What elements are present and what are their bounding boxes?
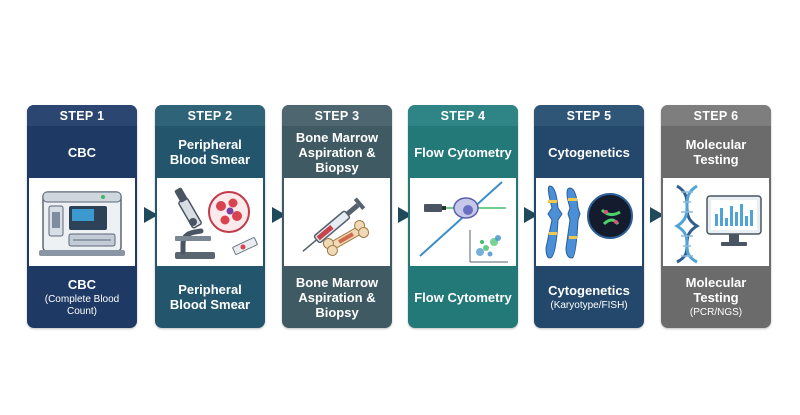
step-title: CBC	[67, 144, 97, 160]
dna-monitor-icon	[663, 178, 769, 266]
step-label: STEP 1	[27, 105, 137, 126]
arrow-right-icon	[270, 205, 288, 225]
step-card-6: STEP 6 Molecular Testing Molecular Testi…	[661, 105, 771, 328]
step-card-2: STEP 2 Peripheral Blood Smear Peripheral…	[155, 105, 265, 328]
step-label: STEP 3	[282, 105, 392, 126]
step-subtitle: (Karyotype/FISH)	[550, 299, 628, 311]
hematology-analyzer-icon	[29, 178, 135, 266]
step-name: Cytogenetics	[548, 282, 630, 298]
step-name: Bone Marrow Aspiration & Biopsy	[295, 274, 379, 320]
step-card-1: STEP 1 CBC CBC (Complete Blood Count)	[27, 105, 137, 328]
chromosome-icon	[536, 178, 642, 266]
step-label: STEP 4	[408, 105, 518, 126]
step-title: Flow Cytometry	[414, 144, 512, 160]
step-label: STEP 2	[155, 105, 265, 126]
syringe-bone-icon	[284, 178, 390, 266]
step-title: Cytogenetics	[548, 144, 630, 160]
step-name: Molecular Testing	[685, 275, 747, 305]
arrow-right-icon	[396, 205, 414, 225]
step-title: Peripheral Blood Smear	[169, 137, 251, 167]
step-subtitle: (Complete Blood Count)	[44, 293, 120, 317]
step-card-3: STEP 3 Bone Marrow Aspiration & Biopsy B…	[282, 105, 392, 328]
step-title: Molecular Testing	[685, 137, 747, 167]
step-card-4: STEP 4 Flow Cytometry Flow Cytometry	[408, 105, 518, 328]
arrow-right-icon	[522, 205, 540, 225]
arrow-right-icon	[142, 205, 160, 225]
step-name: Peripheral Blood Smear	[169, 282, 251, 312]
step-name: Flow Cytometry	[414, 289, 512, 305]
step-label: STEP 6	[661, 105, 771, 126]
microscope-icon	[157, 178, 263, 266]
step-title: Bone Marrow Aspiration & Biopsy	[295, 129, 379, 175]
flow-cytometry-icon	[410, 178, 516, 266]
step-subtitle: (PCR/NGS)	[689, 307, 743, 318]
step-card-5: STEP 5 Cytogenetics Cytogenetics (Karyot…	[534, 105, 644, 328]
step-label: STEP 5	[534, 105, 644, 126]
step-name: CBC	[67, 276, 97, 292]
arrow-right-icon	[648, 205, 666, 225]
